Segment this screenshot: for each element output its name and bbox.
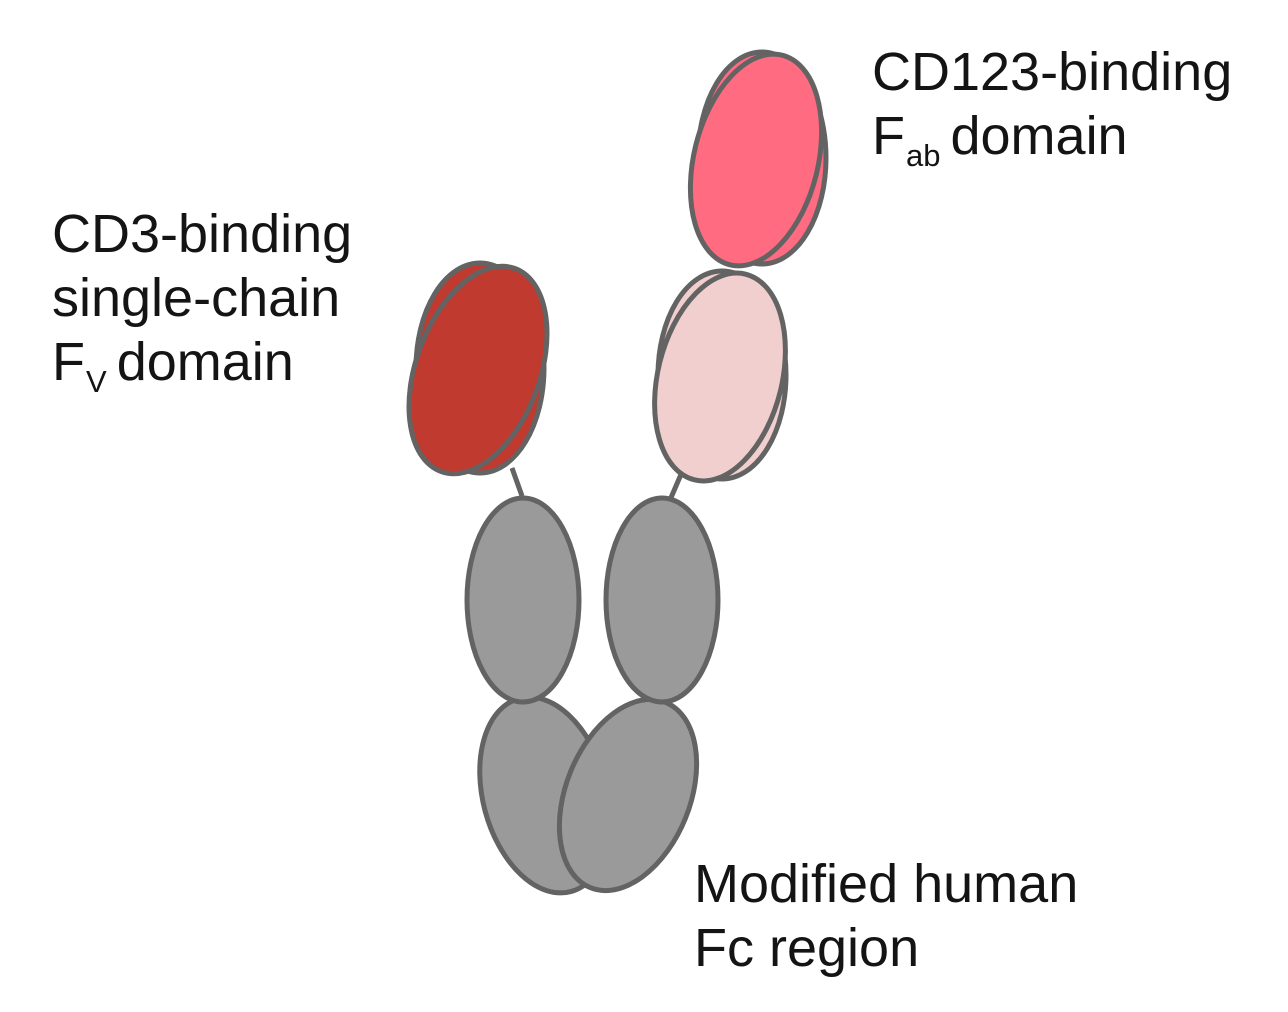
fab-domain-word: domain <box>950 106 1128 166</box>
cd3-label-line1: CD3-binding <box>52 204 353 264</box>
fv-domain-word: domain <box>116 332 294 392</box>
cd123-label-line2: Fab domain <box>872 104 1232 176</box>
cd3-linker <box>509 467 525 497</box>
fab-subscript: ab <box>906 138 941 173</box>
fv-f-letter: F <box>52 332 85 392</box>
light-arm-front-domain <box>652 270 788 484</box>
fc-ch2-left-domain <box>464 495 582 705</box>
cd123-binding-label: CD123-binding Fab domain <box>872 40 1232 176</box>
fab-f-letter: F <box>872 106 905 166</box>
fab-front-domain <box>687 51 825 269</box>
fc-region-label: Modified human Fc region <box>694 852 1078 980</box>
fv-subscript: V <box>86 364 107 399</box>
fc-ch2-right-domain <box>603 495 721 705</box>
cd123-linker <box>667 471 685 501</box>
antibody-structure <box>406 49 829 896</box>
fc-label-line1: Modified human <box>694 854 1079 914</box>
fc-label-line2: Fc region <box>694 918 920 978</box>
cd123-label-line1: CD123-binding <box>872 42 1233 102</box>
cd3-label-line2: single-chain <box>52 268 341 328</box>
fv-front-domain <box>406 263 550 477</box>
